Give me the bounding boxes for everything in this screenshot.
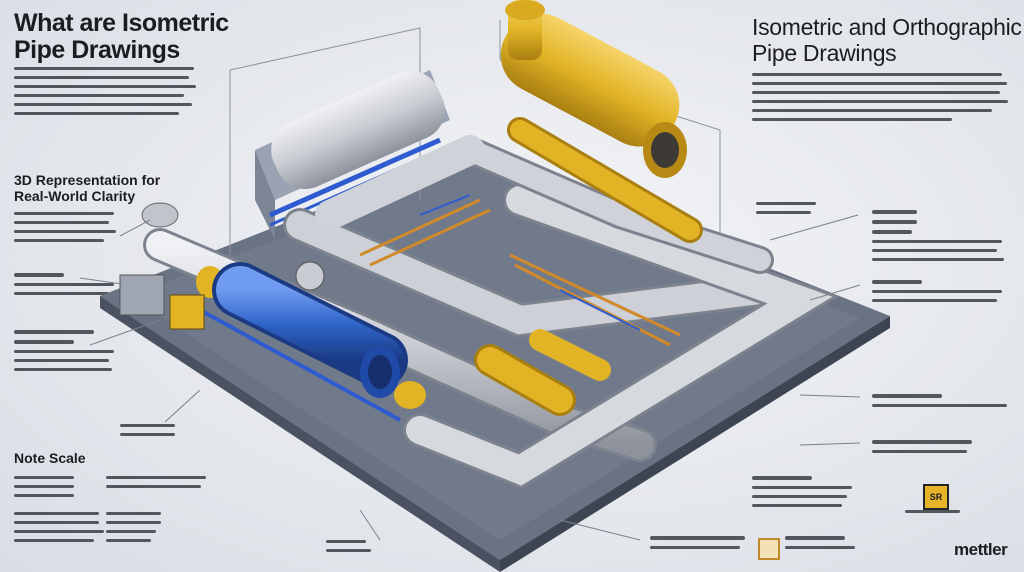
page-title-left: What are Isometric Pipe Drawings — [14, 10, 229, 64]
title-right-line-1: Isometric and Orthographic — [752, 14, 1022, 40]
text-bottom-mid — [326, 540, 406, 558]
text-note-scale — [14, 476, 194, 503]
heading-3d-line-2: Real-World Clarity — [14, 188, 136, 204]
callout-lines — [79, 214, 861, 541]
text-note-scale-col2 — [106, 476, 216, 494]
text-right-3 — [872, 394, 1012, 413]
heading-3d-representation: 3D Representation for Real-World Clarity — [14, 172, 160, 204]
intro-text-left — [14, 67, 204, 121]
equipment-boxes — [119, 202, 325, 330]
thin-orange-pipes — [359, 198, 681, 347]
diamond-icon — [758, 538, 780, 560]
seal-icon: SR — [923, 484, 949, 510]
text-block-left-3 — [14, 330, 124, 377]
yellow-pipes — [196, 0, 703, 416]
text-mid-left — [120, 424, 200, 442]
text-bottom-left-col2 — [106, 512, 216, 548]
heading-note-scale: Note Scale — [14, 450, 86, 466]
title-left-line-2: Pipe Drawings — [14, 36, 180, 64]
text-bottom-left — [14, 512, 234, 548]
text-right-5 — [752, 476, 862, 513]
intro-text-right — [752, 73, 1010, 127]
text-bottom-right — [785, 536, 865, 555]
text-right-2 — [872, 280, 1012, 308]
thin-blue-pipes — [419, 194, 641, 331]
text-block-left-2 — [14, 273, 124, 301]
title-right-line-2: Pipe Drawings — [752, 40, 897, 66]
blue-pipe — [199, 262, 408, 422]
page-title-right: Isometric and Orthographic Pipe Drawings — [752, 14, 1022, 66]
brand-logo: mettler — [954, 540, 1008, 559]
text-right-1 — [872, 210, 1012, 267]
text-bottom-center — [650, 536, 760, 555]
text-seal-caption — [905, 510, 965, 519]
heading-3d-line-1: 3D Representation for — [14, 172, 161, 188]
text-3d-representation — [14, 212, 124, 248]
text-right-4 — [872, 440, 1012, 459]
text-mid-right — [756, 202, 836, 220]
title-left-line-1: What are Isometric — [14, 9, 229, 37]
